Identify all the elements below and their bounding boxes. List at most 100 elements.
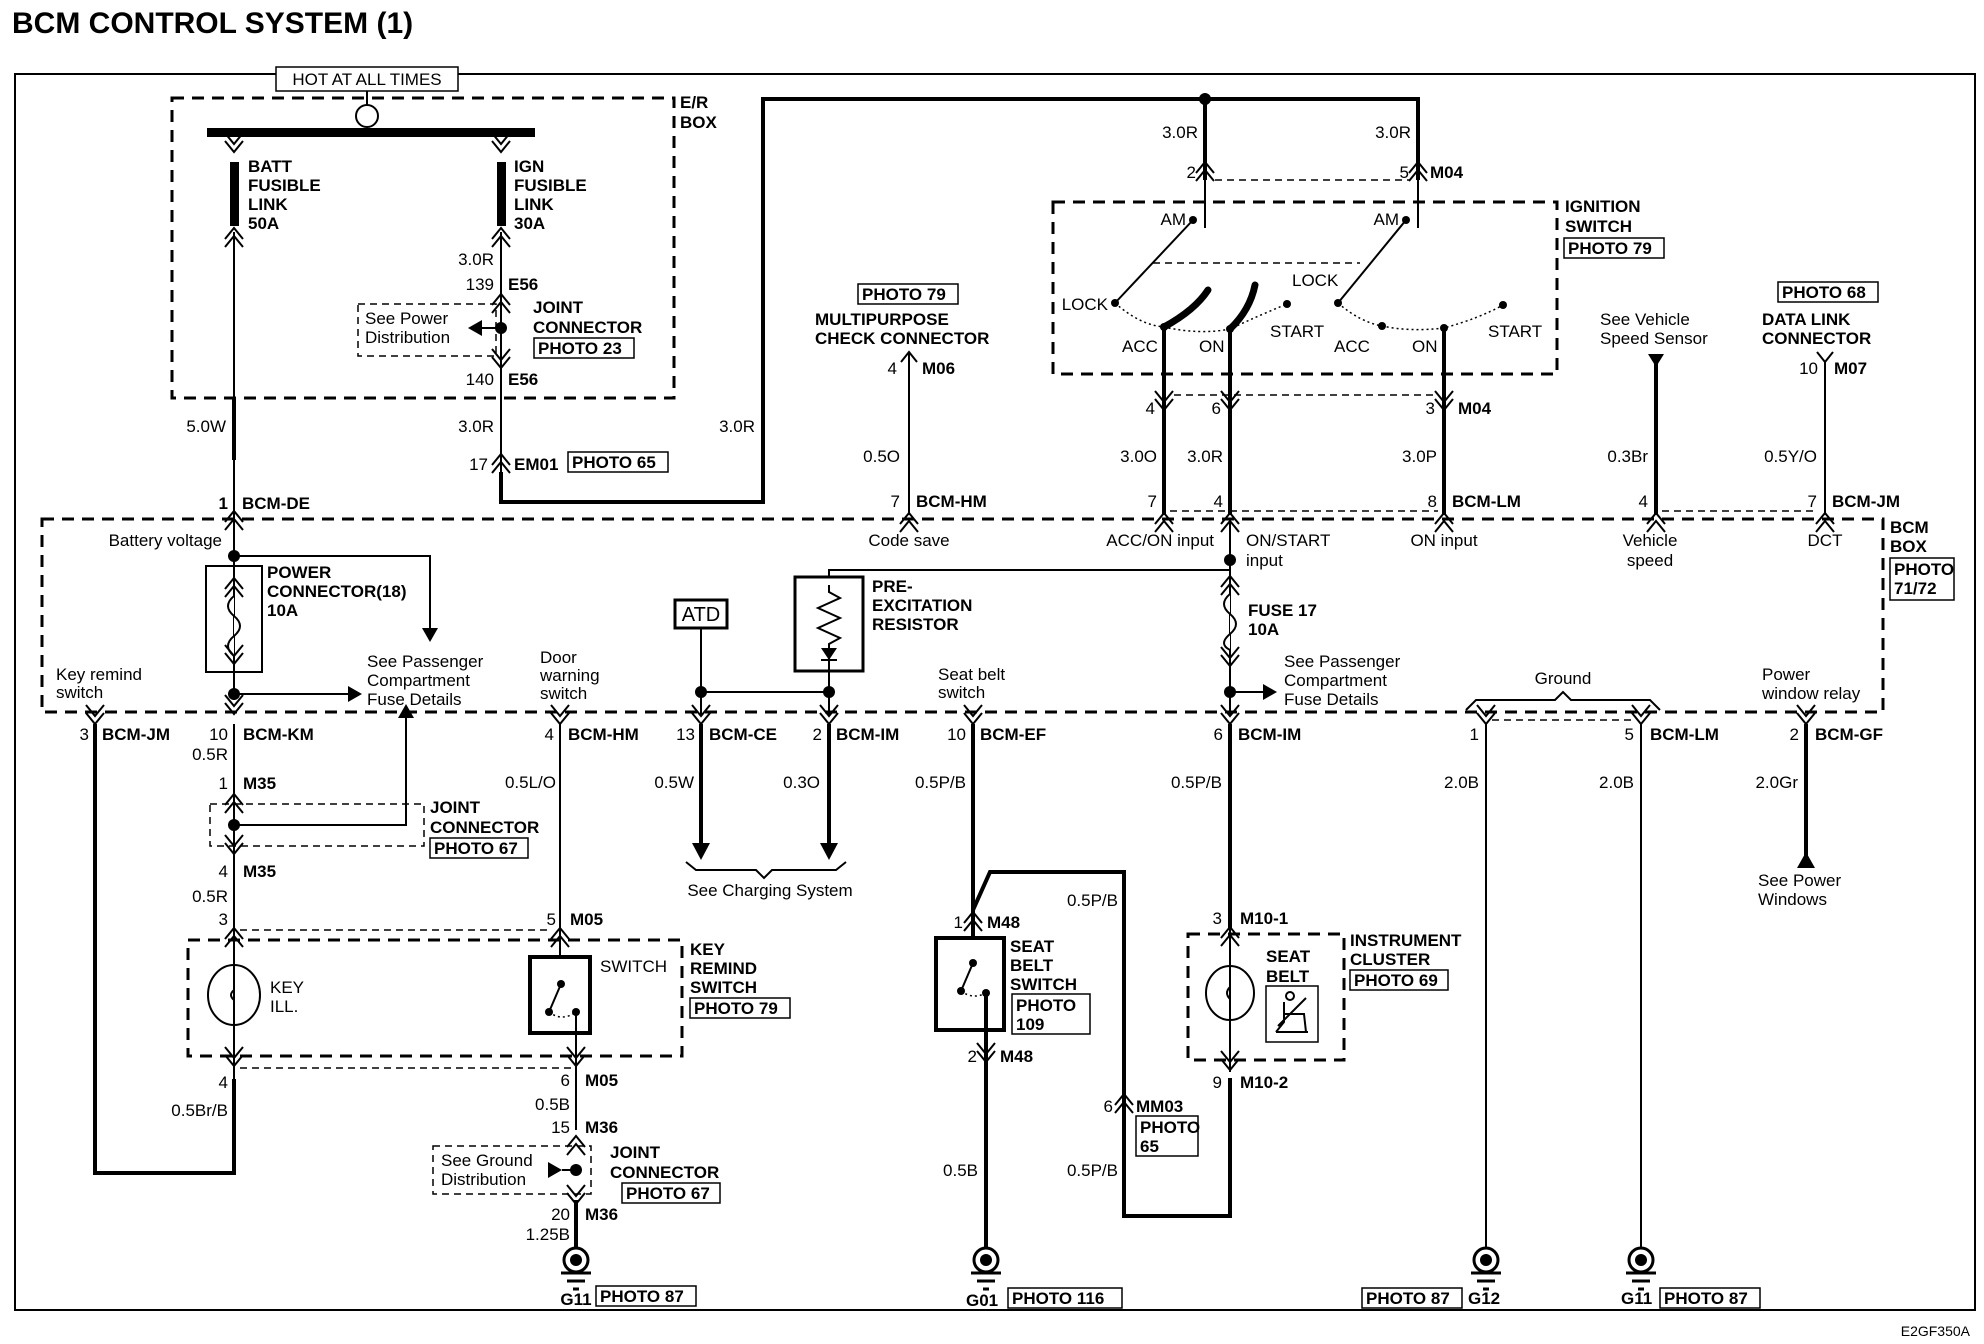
wire-label: 2.0B <box>1599 773 1634 792</box>
photo-ref[interactable]: PHOTO 116 <box>1012 1289 1104 1308</box>
pin-label: 7 <box>891 492 900 511</box>
see-ground-label: See Ground <box>441 1151 533 1170</box>
photo-ref[interactable]: PHOTO 65 <box>572 453 656 472</box>
pin-label: 5 <box>547 910 556 929</box>
ground-g11-right-icon <box>1624 1246 1658 1291</box>
pin-label: 10 <box>209 725 228 744</box>
bcm-lower-pins: 3 BCM-JM 10 BCM-KM 4 BCM-HM 13 BCM-CE 2 … <box>80 704 1883 744</box>
pin-label: 2 <box>813 725 822 744</box>
wire-label: 3.0P <box>1402 447 1437 466</box>
photo-ref[interactable]: PHOTO 87 <box>600 1287 684 1306</box>
pin-label: 2 <box>968 1047 977 1066</box>
photo-ref[interactable]: PHOTO 87 <box>1366 1289 1450 1308</box>
wire-label: 0.5O <box>863 447 900 466</box>
er-box: E/R BOX HOT AT ALL TIMES BATT FUSIBLE LI… <box>170 66 718 500</box>
key-remind-switch-title: SWITCH <box>690 978 757 997</box>
key-remind-switch-contact <box>528 955 592 1035</box>
pin-label: 3 <box>1213 909 1222 928</box>
pin-label: 3 <box>1426 399 1435 418</box>
battery-voltage-label: Battery voltage <box>109 531 222 550</box>
photo-ref[interactable]: PHOTO 79 <box>1568 239 1652 258</box>
pin-label: 4 <box>219 862 228 881</box>
key-remind-switch-box <box>186 938 684 1058</box>
wire-label: 3.0R <box>458 250 494 269</box>
seat-belt-icon <box>1265 985 1319 1043</box>
photo-ref[interactable]: 65 <box>1140 1137 1159 1156</box>
photo-ref[interactable]: PHOTO 69 <box>1354 971 1438 990</box>
connector-label: BCM-HM <box>568 725 639 744</box>
am-label: AM <box>1374 210 1400 229</box>
wire-label: 5.0W <box>186 417 226 436</box>
pre-excitation-label: RESISTOR <box>872 615 959 634</box>
photo-ref[interactable]: 109 <box>1016 1015 1044 1034</box>
joint-label: CONNECTOR <box>610 1163 719 1182</box>
power-connector-label: POWER <box>267 563 331 582</box>
power-windows-link: 2.0Gr See Power Windows <box>1755 724 1841 909</box>
wire-label: 0.5P/B <box>915 773 966 792</box>
on-input-label: ON input <box>1410 531 1477 550</box>
ground-g01-icon <box>969 1246 1003 1291</box>
photo-ref[interactable]: 71/72 <box>1894 579 1937 598</box>
see-power-windows-label: Windows <box>1758 890 1827 909</box>
connector-label: M06 <box>922 359 955 378</box>
ign-link-label: FUSIBLE <box>514 176 587 195</box>
seat-belt-switch-title: SEAT <box>1010 937 1055 956</box>
power-connector-label: CONNECTOR(18) <box>267 582 406 601</box>
power-connector-label: 10A <box>267 601 298 620</box>
photo-ref[interactable]: PHOTO 23 <box>538 339 622 358</box>
acc-label: ACC <box>1122 337 1158 356</box>
door-warning-switch-label: switch <box>540 684 587 703</box>
acc-label: ACC <box>1334 337 1370 356</box>
connector-label: M36 <box>585 1118 618 1137</box>
outer-frame <box>14 73 1976 1311</box>
multipurpose-label: MULTIPURPOSE <box>815 310 949 329</box>
batt-link-rating: 50A <box>248 214 279 233</box>
photo-ref[interactable]: PHOTO 87 <box>1664 1289 1748 1308</box>
photo-ref[interactable]: PHOTO 68 <box>1782 283 1866 302</box>
dlc-label: CONNECTOR <box>1762 329 1871 348</box>
pin-label: 4 <box>888 359 897 378</box>
connector-label: BCM-JM <box>1832 492 1900 511</box>
wire-label: 0.5P/B <box>1067 891 1118 910</box>
key-remind-switch-label: switch <box>56 683 103 702</box>
data-link-connector: PHOTO 68 DATA LINK CONNECTOR 10 M07 0.5Y… <box>1662 281 1900 515</box>
fuse17-label: 10A <box>1248 620 1279 639</box>
connector-label: BCM-CE <box>709 725 777 744</box>
joint-label: JOINT <box>533 298 584 317</box>
pin-label: 10 <box>947 725 966 744</box>
joint-label: JOINT <box>430 798 481 817</box>
batt-link-label: BATT <box>248 157 293 176</box>
connector-label: E56 <box>508 275 538 294</box>
switch-label: SWITCH <box>600 957 667 976</box>
photo-ref[interactable]: PHOTO 67 <box>626 1184 710 1203</box>
pin-label: 139 <box>466 275 494 294</box>
joint-connector-e56 <box>357 303 497 357</box>
see-passenger-fuse-label: Fuse Details <box>367 690 461 709</box>
see-vss-label: See Vehicle <box>1600 310 1690 329</box>
wire-label: 3.0R <box>1187 447 1223 466</box>
photo-ref[interactable]: PHOTO <box>1140 1118 1200 1137</box>
start-label: START <box>1488 322 1542 341</box>
multipurpose-check-connector: PHOTO 79 MULTIPURPOSE CHECK CONNECTOR 4 … <box>815 283 989 515</box>
photo-ref[interactable]: PHOTO <box>1016 996 1076 1015</box>
pre-excitation-label: EXCITATION <box>872 596 972 615</box>
seat-belt-switch-contact <box>934 936 1006 1032</box>
photo-ref[interactable]: PHOTO 79 <box>862 285 946 304</box>
ground-id: G11 <box>560 1290 591 1309</box>
photo-ref[interactable]: PHOTO 79 <box>694 999 778 1018</box>
wire-label: 0.5R <box>192 887 228 906</box>
batt-link-label: LINK <box>248 195 288 214</box>
ground-id: G12 <box>1468 1289 1500 1308</box>
door-warning-switch-label: warning <box>539 666 600 685</box>
photo-ref[interactable]: PHOTO <box>1894 560 1954 579</box>
wire-3-0r-loop <box>499 97 1420 504</box>
photo-ref[interactable]: PHOTO 67 <box>434 839 518 858</box>
connector-label: M48 <box>987 913 1020 932</box>
multipurpose-label: CHECK CONNECTOR <box>815 329 989 348</box>
see-power-label: See Power <box>365 309 448 328</box>
ign-link-label: LINK <box>514 195 554 214</box>
instrument-cluster-label: CLUSTER <box>1350 950 1430 969</box>
see-passenger-fuse-label: See Passenger <box>367 652 484 671</box>
pin-label: 6 <box>1212 399 1221 418</box>
